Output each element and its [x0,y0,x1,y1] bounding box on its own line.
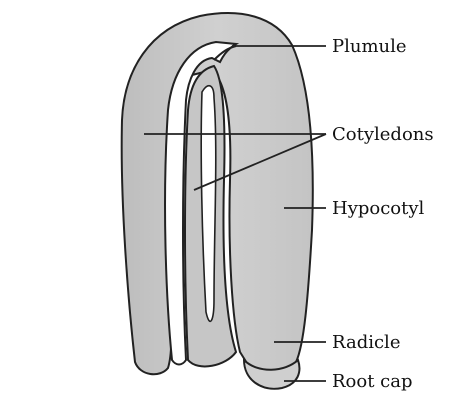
hypocotyl-label: Hypocotyl [332,198,425,219]
radicle-label: Radicle [332,332,400,353]
cotyledons-label: Cotyledons [332,124,434,145]
root-cap-label: Root cap [332,371,413,392]
plumule-label: Plumule [332,36,407,57]
